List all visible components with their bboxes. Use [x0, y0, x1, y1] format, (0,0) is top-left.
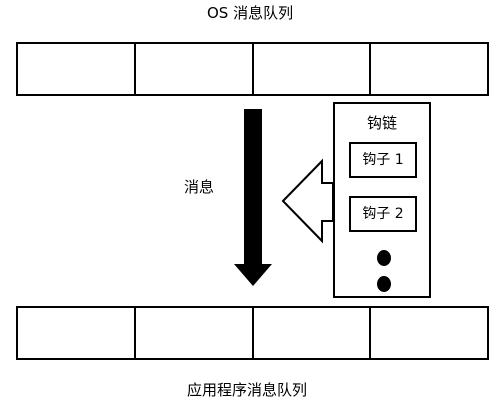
ellipsis-dot [377, 276, 391, 292]
hook-chain-box: 钩链 钩子 1 钩子 2 [333, 102, 431, 298]
hook-arrow [281, 158, 334, 244]
app-message-queue [16, 306, 489, 360]
hook-box: 钩子 1 [349, 142, 417, 178]
app-queue-title: 应用程序消息队列 [187, 381, 308, 399]
os-queue-title: OS 消息队列 [207, 4, 294, 22]
queue-cell [254, 308, 372, 358]
queue-cell [136, 308, 254, 358]
queue-cell [136, 44, 254, 94]
down-arrow [234, 109, 272, 286]
hook-box: 钩子 2 [349, 196, 417, 232]
ellipsis-dot [377, 250, 391, 266]
message-label: 消息 [184, 178, 215, 196]
queue-cell [18, 44, 136, 94]
queue-cell [18, 308, 136, 358]
os-message-queue [16, 42, 489, 96]
hook-chain-title: 钩链 [366, 114, 397, 132]
queue-cell [254, 44, 372, 94]
queue-cell [371, 308, 487, 358]
